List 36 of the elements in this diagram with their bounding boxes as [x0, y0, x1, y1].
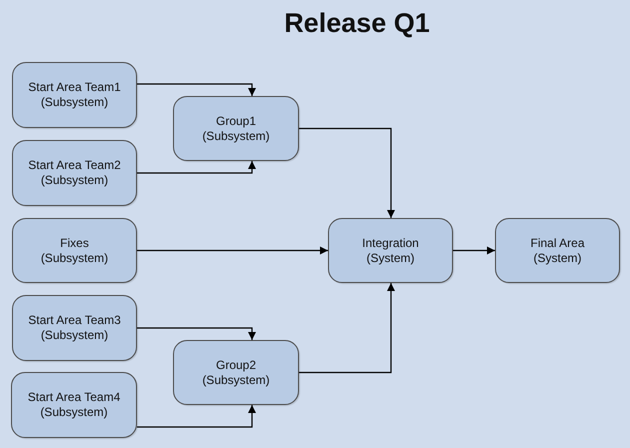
- connector-arrow: [137, 161, 256, 174]
- node-title: Start Area Team4: [28, 390, 120, 405]
- process-box: [12, 62, 137, 128]
- process-box: [328, 218, 453, 283]
- connector-arrow: [137, 246, 328, 254]
- connector-arrow: [137, 405, 256, 428]
- node-type-label: (System): [534, 250, 582, 266]
- node-type-label: (Subsystem): [40, 328, 108, 343]
- process-box: [495, 218, 620, 283]
- process-box: [173, 340, 299, 405]
- node-type-label: (Subsystem): [202, 372, 270, 388]
- node-title: Start Area Team1: [28, 80, 121, 95]
- connector-arrow: [299, 283, 395, 374]
- connector-arrow: [299, 128, 395, 218]
- node-title: Start Area Team2: [28, 158, 121, 173]
- node-type-label: (Subsystem): [202, 128, 270, 144]
- diagram-title: Release Q1: [283, 8, 431, 39]
- process-box: [12, 140, 137, 206]
- process-box: [12, 218, 137, 283]
- node-title: Fixes: [60, 236, 89, 250]
- node-title: Final Area: [530, 236, 585, 250]
- node-type-label: (Subsystem): [40, 173, 108, 188]
- node-type-label: (Subsystem): [40, 95, 108, 110]
- node-title: Integration: [362, 236, 419, 250]
- process-box: [11, 372, 137, 438]
- process-box: [173, 96, 299, 161]
- connector-arrow: [137, 83, 256, 96]
- node-title: Group2: [216, 358, 256, 372]
- node-title: Start Area Team3: [28, 313, 121, 328]
- node-type-label: (Subsystem): [40, 405, 108, 420]
- connector-arrow: [137, 327, 256, 340]
- connector-arrow: [453, 246, 495, 254]
- node-title: Group1: [216, 114, 256, 128]
- process-box: [12, 295, 137, 361]
- node-type-label: (Subsystem): [40, 250, 108, 266]
- node-type-label: (System): [366, 250, 414, 266]
